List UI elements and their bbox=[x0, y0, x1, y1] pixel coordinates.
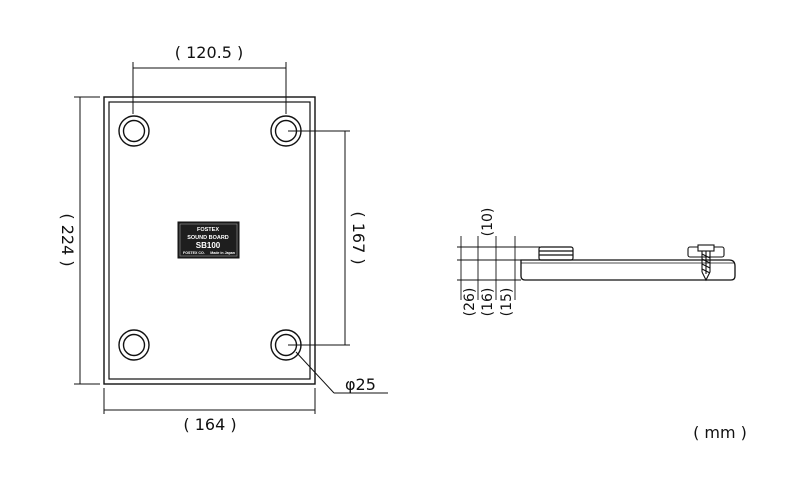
nameplate: FOSTEX SOUND BOARD SB100 FOSTEX CO. Made… bbox=[177, 221, 240, 259]
dim-side-15: (15) bbox=[499, 288, 515, 317]
spike-hole-top-left bbox=[118, 115, 150, 147]
units-label: ( mm ) bbox=[693, 423, 747, 442]
dim-lines-side bbox=[457, 236, 540, 300]
board-side-view bbox=[457, 236, 736, 300]
nameplate-footer-right: Made in Japan bbox=[210, 251, 235, 255]
board-top-view bbox=[74, 62, 388, 414]
dim-side-16: (16) bbox=[480, 288, 496, 317]
dim-lines-top-width bbox=[132, 62, 287, 114]
nameplate-body bbox=[177, 221, 240, 259]
side-screw-spike bbox=[687, 244, 725, 282]
dim-right-height: ( 167 ) bbox=[349, 211, 368, 264]
side-slab bbox=[520, 259, 736, 281]
spike-hole-bottom-left bbox=[118, 329, 150, 361]
dim-lines-left-height bbox=[74, 96, 100, 385]
dim-bottom-width: ( 164 ) bbox=[183, 415, 236, 434]
dim-side-10: (10) bbox=[480, 208, 496, 237]
dim-left-height: ( 224 ) bbox=[58, 213, 77, 266]
board-inner-edge bbox=[108, 101, 311, 380]
nameplate-line1: SOUND BOARD bbox=[187, 235, 229, 241]
side-spike-cup bbox=[538, 246, 574, 261]
nameplate-brand: FOSTEX bbox=[197, 227, 219, 233]
nameplate-footer-left: FOSTEX CO. bbox=[183, 251, 205, 255]
dim-hole-diameter: φ25 bbox=[345, 375, 376, 394]
nameplate-border bbox=[179, 223, 238, 257]
dim-side-26: (26) bbox=[462, 288, 478, 317]
nameplate-line2: SB100 bbox=[196, 241, 221, 250]
dim-leader-hole bbox=[295, 351, 388, 394]
dim-lines-right-height bbox=[288, 130, 350, 346]
board-outer-edge bbox=[103, 96, 316, 385]
dim-top-width: ( 120.5 ) bbox=[175, 43, 243, 62]
dim-lines-bottom-width bbox=[103, 388, 316, 414]
